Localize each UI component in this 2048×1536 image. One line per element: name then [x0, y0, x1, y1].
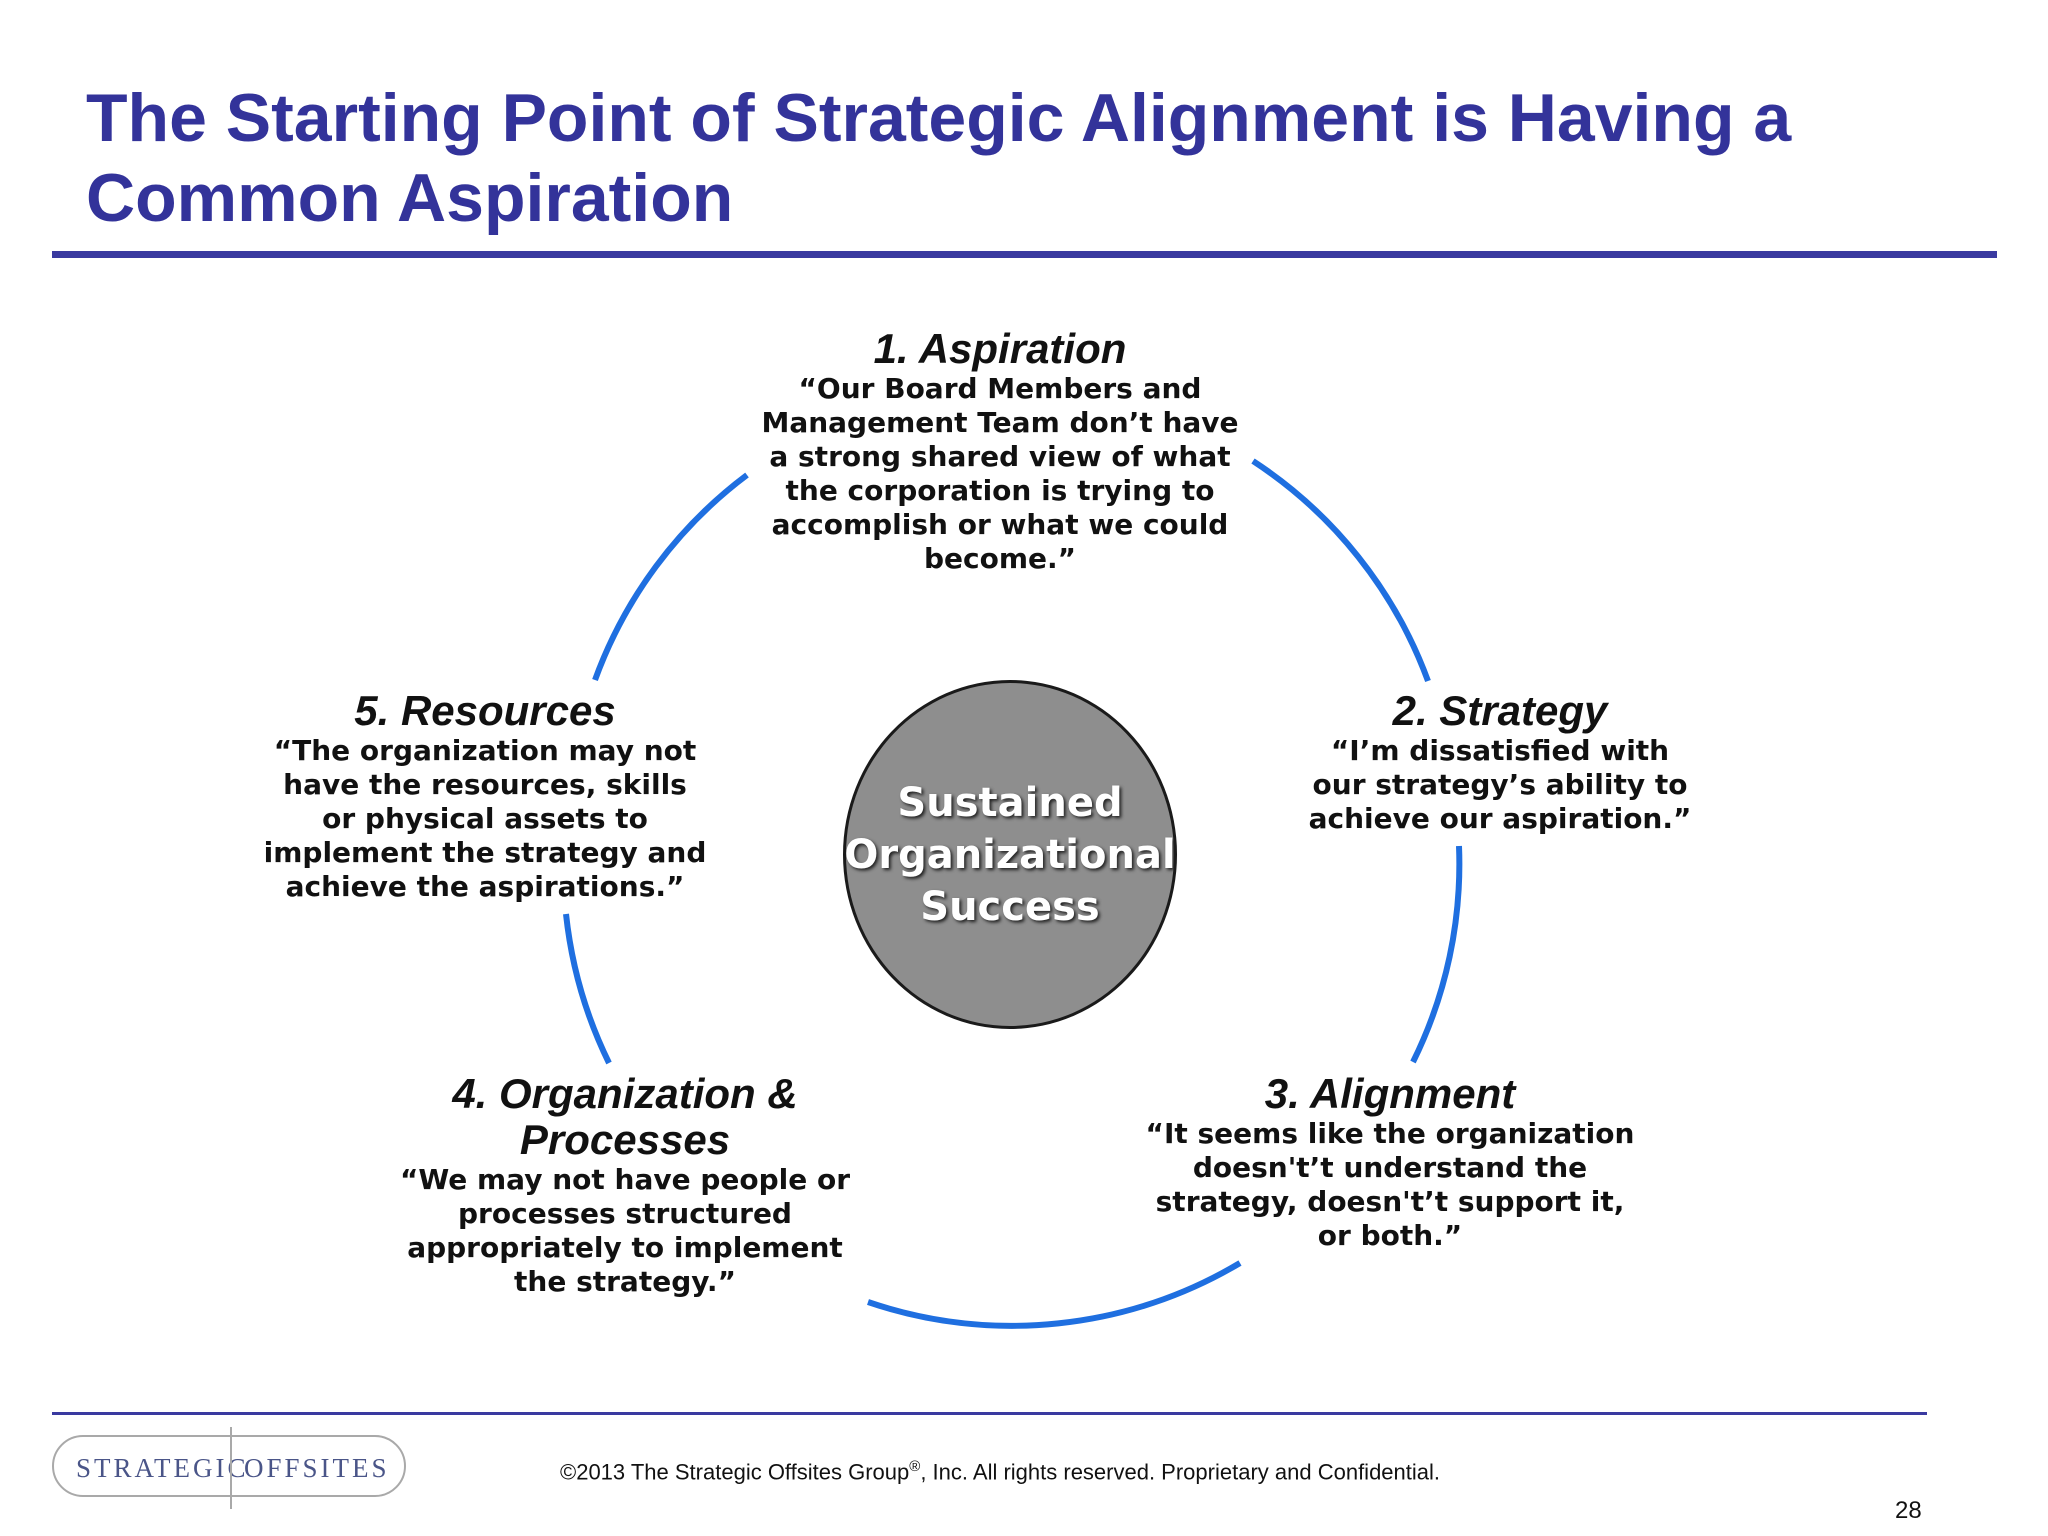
footer-divider: [52, 1412, 1927, 1415]
stage-title: 5. Resources: [250, 688, 720, 734]
stage-title-line: 4. Organization &: [452, 1070, 798, 1117]
stage-title: 2. Strategy: [1300, 688, 1700, 734]
arc-resources-to-aspiration: [592, 472, 749, 682]
stage-aspiration: 1. Aspiration “Our Board Members and Man…: [740, 326, 1260, 576]
logo-word-offsites: OFFSITES: [244, 1453, 390, 1483]
quote-line: “The organization may not: [273, 734, 697, 767]
title-divider: [52, 251, 1997, 258]
registered-mark: ®: [909, 1458, 921, 1475]
quote-line: Management Team don’t have: [761, 406, 1239, 439]
stage-title: 1. Aspiration: [740, 326, 1260, 372]
stage-alignment: 3. Alignment “It seems like the organiza…: [1130, 1071, 1650, 1253]
arc-organization-to-resources: [563, 913, 612, 1065]
slide-title-line-2: Common Aspiration: [86, 160, 734, 236]
stage-title: 3. Alignment: [1130, 1071, 1650, 1117]
stage-strategy: 2. Strategy “I’m dissatisfied with our s…: [1300, 688, 1700, 836]
arc-alignment-to-organization: [867, 1260, 1242, 1329]
stage-title: 4. Organization & Processes: [390, 1071, 860, 1163]
page-number: 28: [1895, 1497, 1922, 1524]
quote-line: “We may not have people or: [399, 1163, 851, 1196]
quote-line: accomplish or what we could: [771, 508, 1229, 541]
stage-title-line: 3. Alignment: [1264, 1070, 1516, 1117]
stage-organization-processes: 4. Organization & Processes “We may not …: [390, 1071, 860, 1299]
stage-title-line: Processes: [519, 1116, 731, 1163]
arc-strategy-to-alignment: [1410, 845, 1463, 1064]
company-logo: STRATEGIC OFFSITES: [52, 1427, 406, 1509]
slide-title-line-1: The Starting Point of Strategic Alignmen…: [86, 80, 1792, 156]
quote-line: doesn't’t understand the: [1192, 1151, 1588, 1184]
quote-line: or physical assets to: [322, 802, 648, 835]
quote-line: appropriately to implement: [407, 1231, 843, 1264]
center-label-line: Sustained: [897, 779, 1123, 826]
quote-line: processes structured: [458, 1197, 792, 1230]
stage-title-line: 1. Aspiration: [873, 325, 1127, 372]
center-label-line: Organizational: [844, 831, 1176, 878]
logo-word-strategic: STRATEGIC: [76, 1453, 249, 1483]
copyright-notice: ©2013 The Strategic Offsites Group®, Inc…: [560, 1458, 1440, 1485]
quote-line: implement the strategy and: [263, 836, 707, 869]
copyright-text: ©2013 The Strategic Offsites Group: [560, 1459, 910, 1485]
quote-line: the corporation is trying to: [785, 474, 1215, 507]
quote-line: achieve our aspiration.”: [1308, 802, 1692, 835]
stage-quote: “The organization may not have the resou…: [250, 734, 720, 904]
copyright-text-rest: , Inc. All rights reserved. Proprietary …: [920, 1459, 1441, 1485]
quote-line: strategy, doesn't’t support it,: [1155, 1185, 1625, 1218]
cycle-arcs: [563, 458, 1463, 1329]
logo-divider: [230, 1427, 232, 1509]
stage-quote: “I’m dissatisfied with our strategy’s ab…: [1300, 734, 1700, 836]
quote-line: become.”: [923, 542, 1077, 575]
center-hub: Sustained Organizational Success: [843, 680, 1177, 1029]
center-label-line: Success: [920, 883, 1100, 930]
center-label: Sustained Organizational Success: [844, 777, 1175, 933]
stage-quote: “It seems like the organization doesn't’…: [1130, 1117, 1650, 1253]
quote-line: “It seems like the organization: [1145, 1117, 1635, 1150]
quote-line: achieve the aspirations.”: [285, 870, 685, 903]
stage-resources: 5. Resources “The organization may not h…: [250, 688, 720, 904]
quote-line: or both.”: [1317, 1219, 1463, 1252]
quote-line: “Our Board Members and: [798, 372, 1202, 405]
quote-line: “I’m dissatisfied with: [1330, 734, 1670, 767]
slide-title: The Starting Point of Strategic Alignmen…: [86, 78, 1966, 238]
arc-aspiration-to-strategy: [1251, 458, 1431, 683]
stage-title-line: 2. Strategy: [1392, 687, 1608, 734]
stage-quote: “Our Board Members and Management Team d…: [740, 372, 1260, 576]
quote-line: the strategy.”: [514, 1265, 736, 1298]
stage-quote: “We may not have people or processes str…: [390, 1163, 860, 1299]
quote-line: have the resources, skills: [283, 768, 687, 801]
stage-title-line: 5. Resources: [354, 687, 616, 734]
quote-line: a strong shared view of what: [769, 440, 1231, 473]
quote-line: our strategy’s ability to: [1312, 768, 1688, 801]
